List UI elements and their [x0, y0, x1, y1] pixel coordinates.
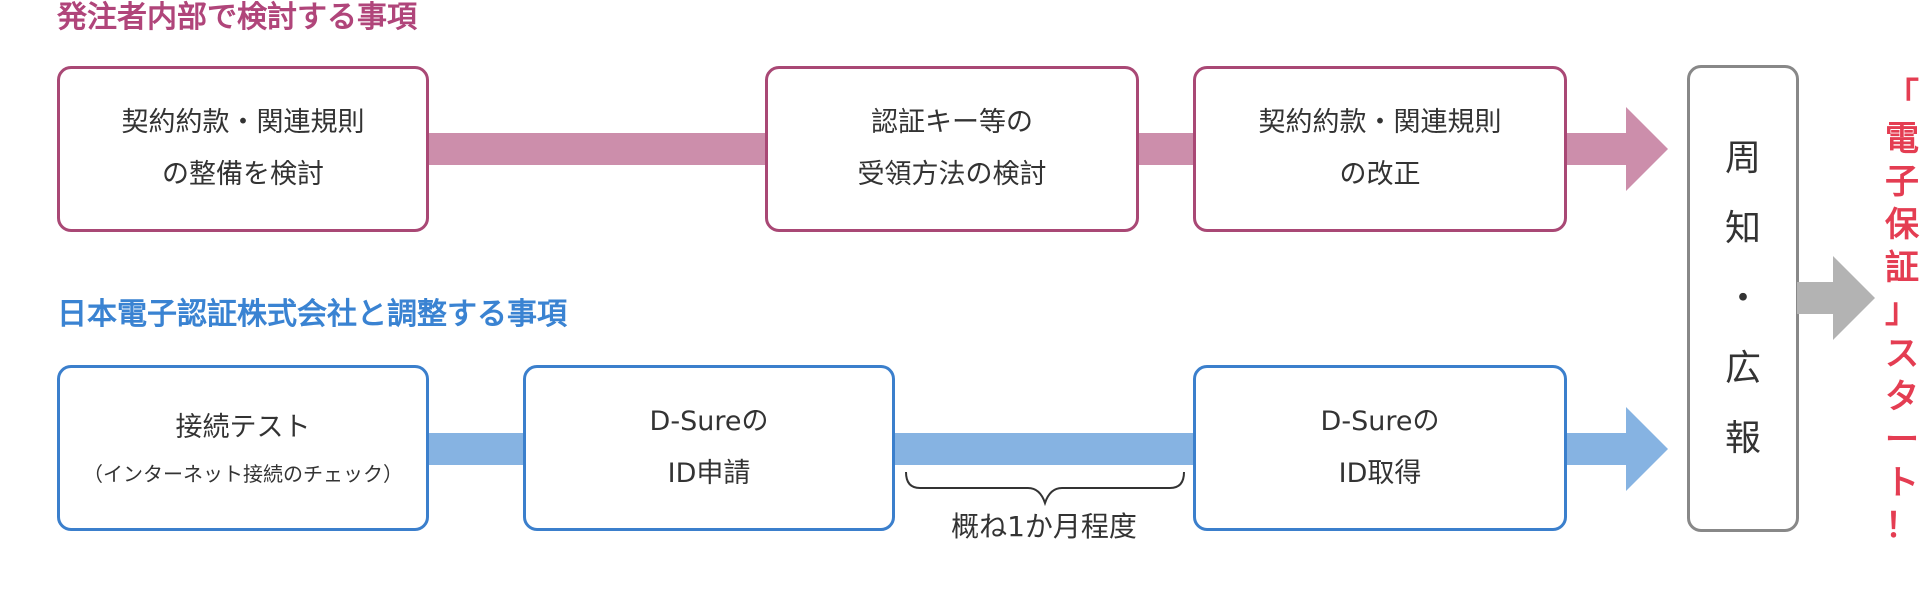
partner-connector-3 [1564, 433, 1636, 465]
start-message-char: ー [1885, 420, 1919, 460]
start-message-char: 「 [1885, 76, 1919, 116]
partner-step-1-line-1: 接続テスト [175, 412, 311, 443]
internal-connector-3 [1564, 133, 1636, 165]
partner-arrowhead [1626, 407, 1668, 491]
internal-section-title: 発注者内部で検討する事項 [57, 0, 417, 35]
partner-connector-2 [892, 433, 1196, 465]
internal-step-1-line-2: の整備を検討 [162, 159, 324, 190]
internal-step-1-line-1: 契約約款・関連規則 [121, 107, 365, 138]
duration-brace [905, 471, 1185, 506]
partner-step-1: 接続テスト （インターネット接続のチェック） [57, 365, 429, 531]
announcement-char: ・ [1724, 277, 1761, 319]
partner-connector-1 [426, 433, 526, 465]
start-message-char: 電 [1885, 119, 1919, 159]
internal-connector-1 [426, 133, 768, 165]
start-message-char: 証 [1885, 248, 1919, 288]
partner-step-2-line-1: D-Sureの [649, 406, 769, 437]
internal-step-2: 認証キー等の 受領方法の検討 [765, 66, 1139, 232]
partner-section-title: 日本電子認証株式会社と調整する事項 [57, 297, 567, 332]
start-message-char: タ [1885, 377, 1919, 417]
start-message-char: 保 [1885, 205, 1919, 245]
announcement-char: 周 [1724, 137, 1761, 179]
internal-connector-2 [1136, 133, 1196, 165]
partner-step-3: D-Sureの ID取得 [1193, 365, 1567, 531]
start-message: 「 電 子 保 証 」 ス タ ー ト ！ [1882, 75, 1920, 548]
partner-step-2-line-2: ID申請 [667, 458, 751, 489]
duration-label: 概ね1か月程度 [951, 510, 1137, 543]
announcement-char: 広 [1724, 347, 1761, 389]
partner-step-2: D-Sureの ID申請 [523, 365, 895, 531]
start-message-char: ！ [1885, 506, 1919, 546]
start-message-char: ス [1885, 334, 1919, 374]
internal-step-1: 契約約款・関連規則 の整備を検討 [57, 66, 429, 232]
announcement-arrowhead [1833, 256, 1875, 340]
announcement-char: 知 [1724, 207, 1761, 249]
start-message-char: 」 [1885, 291, 1919, 331]
announcement-box: 周 知 ・ 広 報 [1687, 65, 1799, 532]
internal-step-3-line-2: の改正 [1339, 159, 1421, 190]
partner-step-3-line-1: D-Sureの [1320, 406, 1440, 437]
internal-step-3-line-1: 契約約款・関連規則 [1258, 107, 1502, 138]
start-message-char: 子 [1885, 162, 1919, 202]
partner-step-1-line-2: （インターネット接続のチェック） [83, 462, 403, 486]
start-message-char: ト [1885, 463, 1919, 503]
partner-step-3-line-2: ID取得 [1338, 458, 1422, 489]
internal-step-3: 契約約款・関連規則 の改正 [1193, 66, 1567, 232]
internal-step-2-line-1: 認証キー等の [871, 107, 1033, 138]
internal-step-2-line-2: 受領方法の検討 [857, 159, 1047, 190]
announcement-connector [1797, 282, 1833, 314]
announcement-char: 報 [1724, 417, 1761, 459]
internal-arrowhead [1626, 107, 1668, 191]
